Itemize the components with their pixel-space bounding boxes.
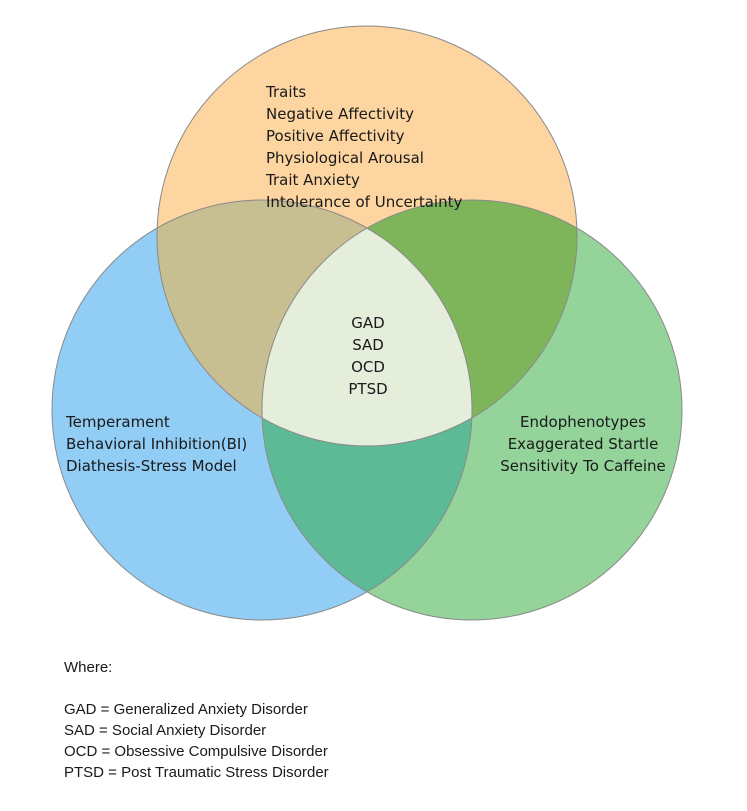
legend-item: OCD = Obsessive Compulsive Disorder [64, 743, 328, 760]
traits-labels: Traits Negative Affectivity Positive Aff… [266, 81, 462, 213]
legend-item: SAD = Social Anxiety Disorder [64, 722, 267, 739]
venn-diagram [51, 25, 683, 621]
trait-item: Negative Affectivity [266, 105, 415, 123]
outline-traits [156, 25, 578, 447]
center-labels: GAD SAD OCD PTSD [318, 312, 418, 400]
trait-item: Positive Affectivity [266, 127, 405, 145]
legend-item: GAD = Generalized Anxiety Disorder [64, 701, 308, 718]
endophenotypes-heading: Endophenotypes [520, 413, 646, 431]
temperament-item: Diathesis-Stress Model [66, 457, 237, 475]
traits-heading: Traits [266, 83, 307, 101]
disorder-item: OCD [351, 358, 385, 376]
legend: Where: GAD = Generalized Anxiety Disorde… [64, 657, 329, 783]
temperament-labels: Temperament Behavioral Inhibition(BI) Di… [66, 411, 247, 477]
trait-item: Physiological Arousal [266, 149, 424, 167]
legend-heading: Where: [64, 659, 113, 676]
temperament-item: Behavioral Inhibition(BI) [66, 435, 248, 453]
endophenotypes-labels: Endophenotypes Exaggerated Startle Sensi… [488, 411, 678, 477]
disorder-item: PTSD [348, 380, 388, 398]
endophenotype-item: Exaggerated Startle [507, 435, 659, 453]
overlap-center [262, 200, 472, 446]
trait-item: Trait Anxiety [266, 171, 360, 189]
legend-spacer [64, 678, 329, 699]
outline-temperament [51, 199, 473, 621]
temperament-heading: Temperament [66, 413, 170, 431]
outline-endophenotypes [261, 199, 683, 621]
trait-item: Intolerance of Uncertainty [266, 193, 463, 211]
endophenotype-item: Sensitivity To Caffeine [500, 457, 666, 475]
legend-item: PTSD = Post Traumatic Stress Disorder [64, 764, 329, 781]
disorder-item: SAD [352, 336, 384, 354]
disorder-item: GAD [351, 314, 385, 332]
